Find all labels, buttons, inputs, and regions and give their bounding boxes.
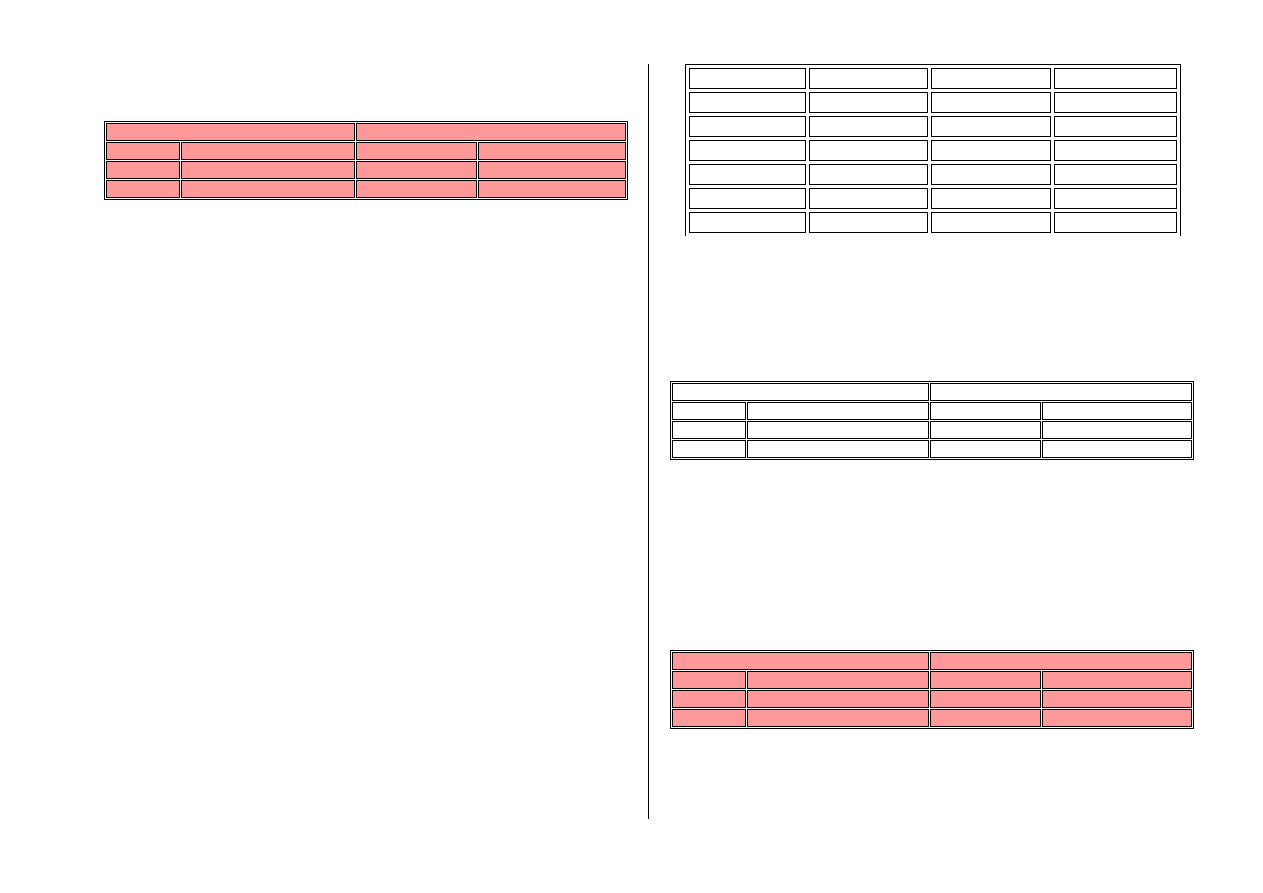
- table-cell: [672, 709, 747, 727]
- table-row: [672, 421, 1192, 439]
- table-cell: [809, 164, 929, 185]
- table-cell: [1053, 188, 1177, 209]
- table-header-row: [672, 652, 1192, 670]
- table-cell: [1042, 709, 1192, 727]
- table-cell: [929, 709, 1042, 727]
- table-header-cell: [672, 652, 929, 670]
- table-header-cell: [356, 123, 626, 141]
- table-cell: [1042, 671, 1192, 689]
- table-cell: [689, 68, 807, 89]
- table-cell: [672, 402, 747, 420]
- table-cell: [747, 440, 929, 458]
- table-row: [689, 164, 1177, 185]
- table-cell: [356, 180, 477, 198]
- table-cell: [1053, 68, 1177, 89]
- table-header-row: [106, 123, 626, 141]
- table-cell: [929, 440, 1042, 458]
- table-row: [672, 402, 1192, 420]
- table-row: [689, 68, 1177, 89]
- table-cell: [689, 164, 807, 185]
- table-row: [689, 116, 1177, 137]
- table-cell: [689, 116, 807, 137]
- table-cell: [181, 142, 355, 160]
- table-cell: [747, 421, 929, 439]
- table-cell: [929, 690, 1042, 708]
- table-cell: [931, 68, 1051, 89]
- table-cell: [809, 212, 929, 233]
- table-cell: [1053, 164, 1177, 185]
- table-header-cell: [672, 383, 929, 401]
- table-cell: [672, 690, 747, 708]
- table-cell: [478, 142, 626, 160]
- pink-table-left: [104, 121, 628, 200]
- table-row: [672, 690, 1192, 708]
- table-cell: [478, 180, 626, 198]
- table-cell: [1042, 440, 1192, 458]
- table-cell: [747, 402, 929, 420]
- table-cell: [809, 68, 929, 89]
- table-row: [689, 140, 1177, 161]
- table-cell: [809, 116, 929, 137]
- table-row: [106, 180, 626, 198]
- table-cell: [672, 440, 747, 458]
- table-header-cell: [929, 383, 1192, 401]
- table-row: [106, 142, 626, 160]
- column-divider: [648, 64, 649, 819]
- table-cell: [1053, 212, 1177, 233]
- table-cell: [689, 140, 807, 161]
- table-cell: [689, 212, 807, 233]
- table-cell: [106, 142, 180, 160]
- table-row: [689, 92, 1177, 113]
- table-cell: [1042, 402, 1192, 420]
- table-header-cell: [929, 652, 1192, 670]
- table-cell: [929, 402, 1042, 420]
- table-cell: [931, 92, 1051, 113]
- grid-table: [685, 64, 1181, 236]
- table-cell: [1042, 690, 1192, 708]
- table-header-cell: [106, 123, 355, 141]
- table-cell: [929, 671, 1042, 689]
- table-cell: [1053, 140, 1177, 161]
- table-row: [689, 188, 1177, 209]
- table-cell: [931, 116, 1051, 137]
- table-cell: [809, 188, 929, 209]
- table-row: [689, 212, 1177, 233]
- table-cell: [809, 140, 929, 161]
- table-row: [672, 709, 1192, 727]
- table-cell: [747, 709, 929, 727]
- table-cell: [672, 671, 747, 689]
- table-cell: [931, 164, 1051, 185]
- table-row: [672, 440, 1192, 458]
- table-cell: [356, 142, 477, 160]
- table-cell: [106, 180, 180, 198]
- table-cell: [356, 161, 477, 179]
- table-cell: [931, 140, 1051, 161]
- table-cell: [1053, 92, 1177, 113]
- table-cell: [181, 180, 355, 198]
- table-row: [672, 671, 1192, 689]
- table-cell: [181, 161, 355, 179]
- table-cell: [672, 421, 747, 439]
- table-cell: [689, 188, 807, 209]
- table-cell: [809, 92, 929, 113]
- table-cell: [689, 92, 807, 113]
- table-cell: [747, 690, 929, 708]
- table-cell: [931, 188, 1051, 209]
- table-row: [106, 161, 626, 179]
- table-cell: [931, 212, 1051, 233]
- pink-table-right: [670, 650, 1194, 729]
- table-cell: [929, 421, 1042, 439]
- table-cell: [106, 161, 180, 179]
- table-cell: [747, 671, 929, 689]
- table-header-row: [672, 383, 1192, 401]
- table-cell: [478, 161, 626, 179]
- table-cell: [1042, 421, 1192, 439]
- table-cell: [1053, 116, 1177, 137]
- white-table-right: [670, 381, 1194, 460]
